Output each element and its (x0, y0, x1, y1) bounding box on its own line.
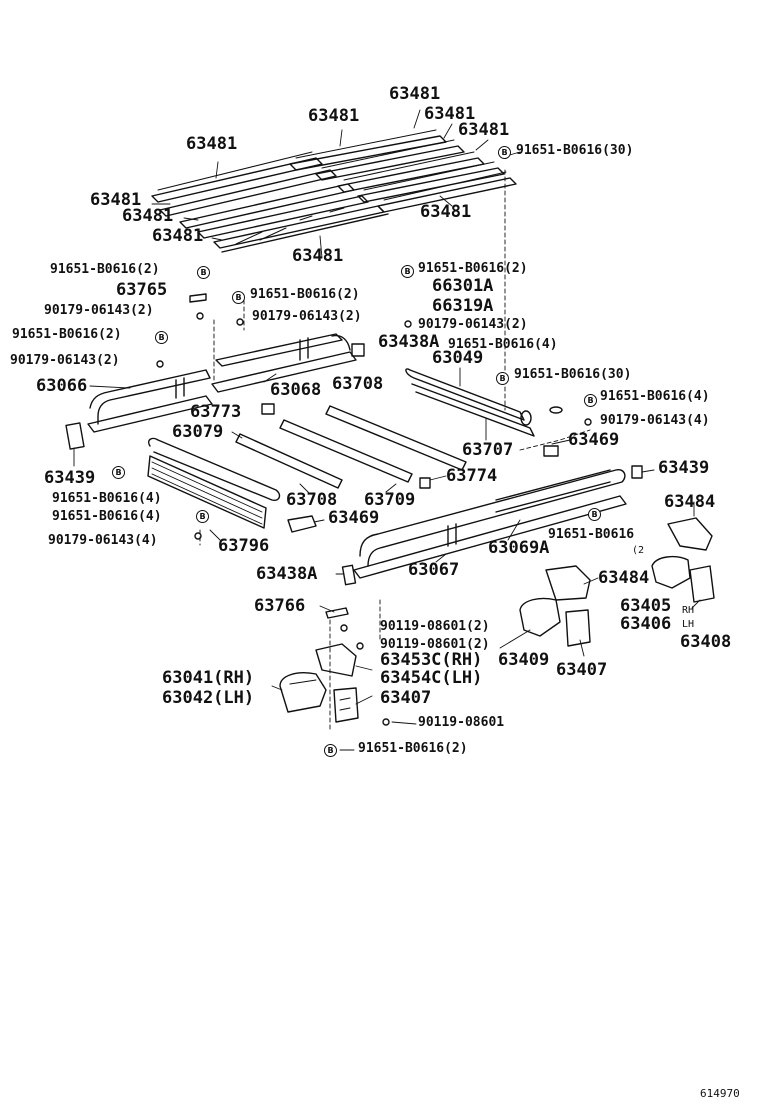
label-63484-a: 63484 (664, 492, 716, 512)
label-63453c-rh: 63453C(RH) (380, 650, 483, 670)
label-66319a: 66319A (432, 296, 494, 316)
bolt-symbol: B (197, 266, 210, 279)
bolt-symbol: B (588, 508, 601, 521)
label-63408: 63408 (680, 632, 732, 652)
label-63481-h: 63481 (420, 202, 472, 222)
label-63481-g: 63481 (122, 206, 174, 226)
label-63708-b: 63708 (286, 490, 338, 510)
label-91651-b0616-2-a: 91651-B0616(2) (50, 262, 160, 277)
label-63766: 63766 (254, 596, 306, 616)
label-91651-b0616-2-b: 91651-B0616(2) (418, 261, 528, 276)
label-63406: 63406 (620, 614, 672, 634)
label-63469-a: 63469 (568, 430, 620, 450)
label-63066: 63066 (36, 376, 88, 396)
label-63049: 63049 (432, 348, 484, 368)
label-63707: 63707 (462, 440, 514, 460)
label-63481-j: 63481 (292, 246, 344, 266)
label-63481-e: 63481 (186, 134, 238, 154)
screws (156, 312, 592, 726)
label-90179-06143-2-a: 90179-06143(2) (44, 303, 154, 318)
label-63438a-a: 63438A (378, 332, 440, 352)
label-91651-b0616-4-d: 91651-B0616(4) (52, 509, 162, 524)
bar-63049 (405, 368, 535, 437)
label-91651-b0616-2-d: 91651-B0616(2) (12, 327, 122, 342)
label-63469-b: 63469 (328, 508, 380, 528)
label-63481-d: 63481 (458, 120, 510, 140)
label-63407-a: 63407 (556, 660, 608, 680)
label-63042-lh: 63042(LH) (162, 688, 255, 708)
label-63481-f: 63481 (90, 190, 142, 210)
leader-lines (73, 109, 701, 751)
roof-slats (151, 129, 517, 253)
label-90179-06143-2-b: 90179-06143(2) (252, 309, 362, 324)
label-63439-a: 63439 (44, 468, 96, 488)
label-qty-2: (2 (632, 545, 645, 556)
bolt-symbol: B (498, 146, 511, 159)
label-90119-08601-2-b: 90119-08601(2) (380, 637, 490, 652)
label-91651-b0616-4-b: 91651-B0616(4) (600, 389, 710, 404)
label-90179-06143-2-c: 90179-06143(2) (418, 317, 528, 332)
guide-lines (199, 169, 591, 731)
label-63454c-lh: 63454C(LH) (380, 668, 483, 688)
label-63481-c: 63481 (308, 106, 360, 126)
label-63067: 63067 (408, 560, 460, 580)
label-63068: 63068 (270, 380, 322, 400)
label-63481-i: 63481 (152, 226, 204, 246)
bolt-symbol: B (112, 466, 125, 479)
label-63708-a: 63708 (332, 374, 384, 394)
label-lh-bracket: LH (682, 619, 695, 630)
label-63438a-b: 63438A (256, 564, 318, 584)
grille-63079 (147, 455, 267, 529)
label-63796: 63796 (218, 536, 270, 556)
floor-slats (148, 405, 467, 502)
label-63765: 63765 (116, 280, 168, 300)
label-91651-b0616-2-c: 91651-B0616(2) (250, 287, 360, 302)
label-63407-b: 63407 (380, 688, 432, 708)
label-90179-06143-4-b: 90179-06143(4) (48, 533, 158, 548)
label-63079: 63079 (172, 422, 224, 442)
label-91651-b0616-30-top: 91651-B0616(30) (516, 143, 634, 158)
label-90119-08601: 90119-08601 (418, 715, 505, 730)
label-91651-b0616-e: 91651-B0616 (548, 527, 635, 542)
side-rail-63067 (353, 468, 627, 579)
label-63041-rh: 63041(RH) (162, 668, 255, 688)
cross-rail-63068 (211, 333, 357, 393)
cross-rail-63066 (87, 369, 213, 433)
bolt-symbol: B (155, 331, 168, 344)
illustration-number: 614970 (700, 1087, 740, 1100)
label-63774: 63774 (446, 466, 498, 486)
label-90119-08601-2-a: 90119-08601(2) (380, 619, 490, 634)
label-91651-b0616-4-c: 91651-B0616(4) (52, 491, 162, 506)
label-91651-b0616-2-e: 91651-B0616(2) (358, 741, 468, 756)
label-63481-b: 63481 (424, 104, 476, 124)
mount-bases (279, 517, 715, 723)
label-63069a: 63069A (488, 538, 550, 558)
label-90179-06143-2-d: 90179-06143(2) (10, 353, 120, 368)
label-63405: 63405 (620, 596, 672, 616)
label-91651-b0616-30-mid: 91651-B0616(30) (514, 367, 632, 382)
bolt-symbol: B (196, 510, 209, 523)
label-63409: 63409 (498, 650, 550, 670)
bolt-symbol: B (584, 394, 597, 407)
label-63709: 63709 (364, 490, 416, 510)
label-rh-bracket: RH (682, 605, 695, 616)
label-66301a: 66301A (432, 276, 494, 296)
label-63439-b: 63439 (658, 458, 710, 478)
label-63481-a: 63481 (389, 84, 441, 104)
bolt-symbol: B (324, 744, 337, 757)
bolt-symbol: B (401, 265, 414, 278)
label-90179-06143-4-a: 90179-06143(4) (600, 413, 710, 428)
label-91651-b0616-4-a: 91651-B0616(4) (448, 337, 558, 352)
bolt-symbol: B (496, 372, 509, 385)
label-63484-b: 63484 (598, 568, 650, 588)
label-63773: 63773 (190, 402, 242, 422)
bolt-symbol: B (232, 291, 245, 304)
